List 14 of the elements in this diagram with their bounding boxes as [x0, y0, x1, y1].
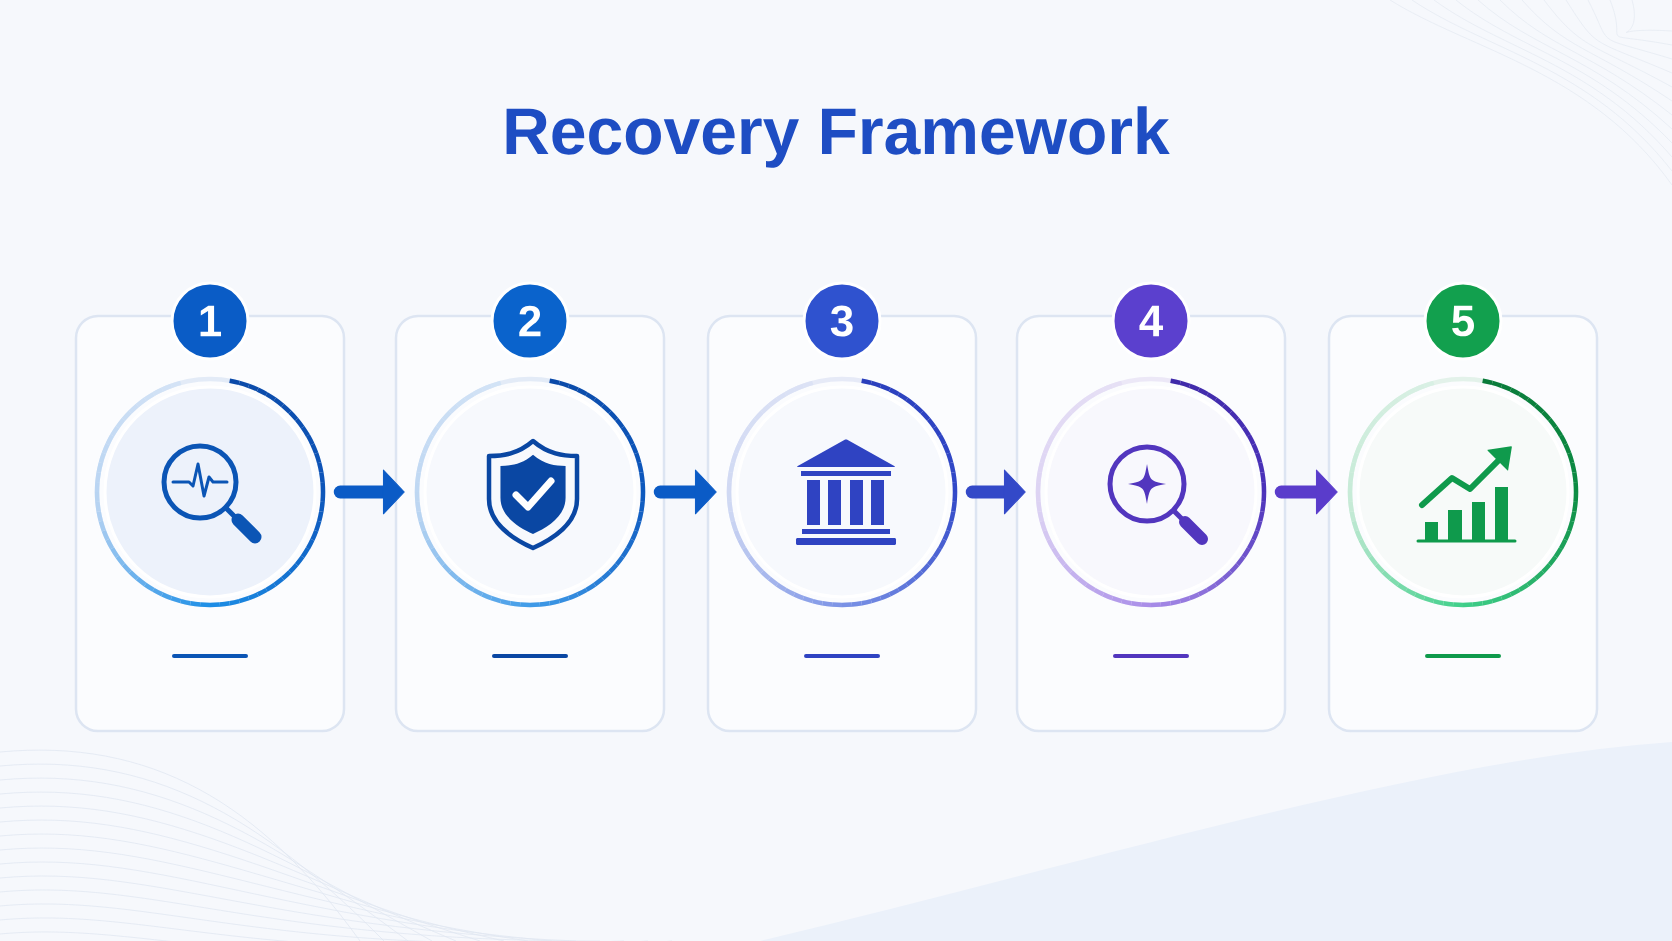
arrow	[1274, 469, 1338, 515]
icon-ring	[1347, 376, 1579, 608]
number-badge: 3	[802, 281, 882, 361]
number-badge: 2	[490, 281, 570, 361]
number-badge: 1	[170, 281, 250, 361]
arrow	[653, 469, 717, 515]
icon-ring	[414, 376, 646, 608]
arrow	[333, 469, 405, 515]
icon-ring	[1035, 376, 1267, 608]
arrow	[965, 469, 1026, 515]
icon-ring	[94, 376, 326, 608]
number-badge: 4	[1111, 281, 1191, 361]
number-badge: 5	[1423, 281, 1503, 361]
title: Recovery Framework	[506, 106, 1170, 168]
